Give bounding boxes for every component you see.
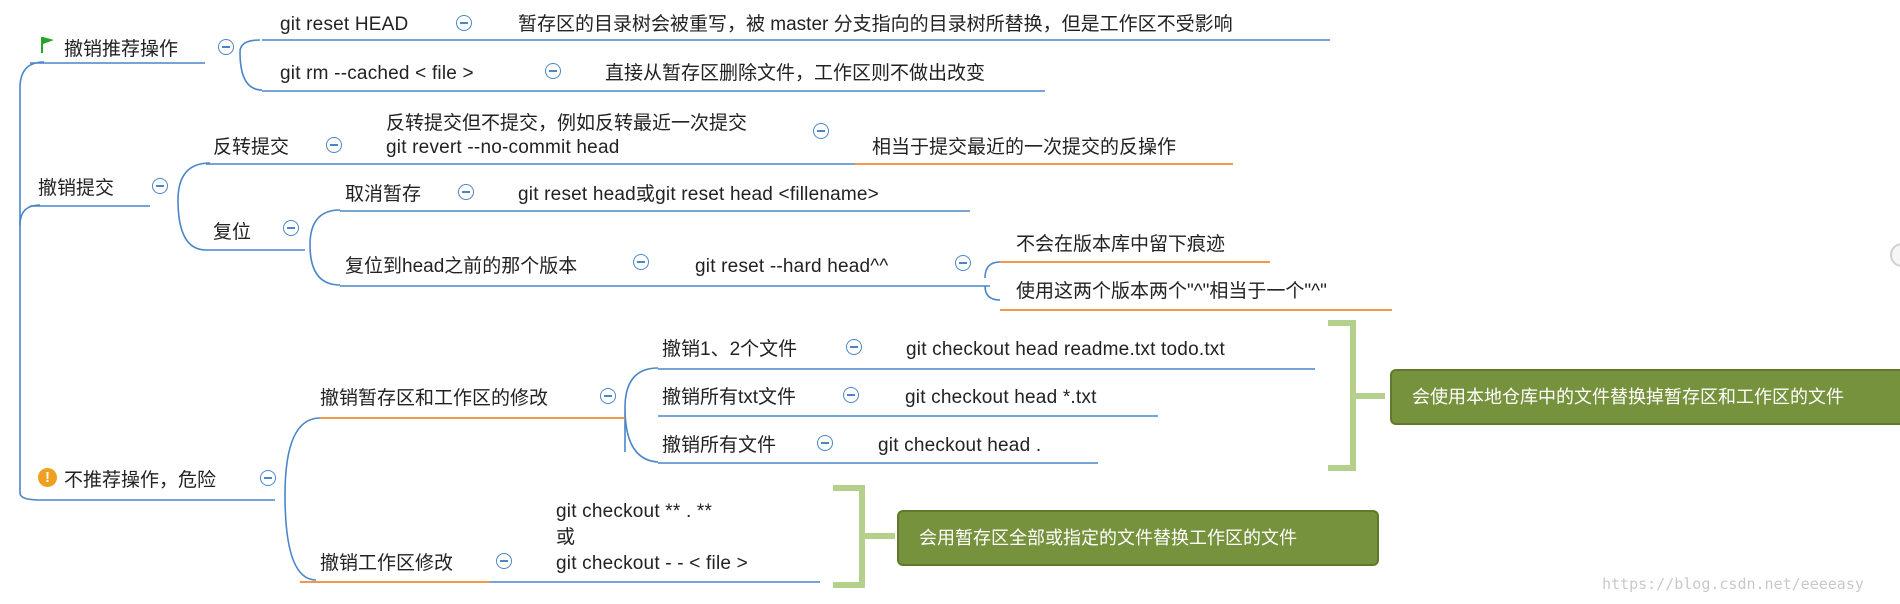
- green-flag-icon: [41, 37, 54, 53]
- summary-stage-and-work: 会使用本地仓库中的文件替换掉暂存区和工作区的文件: [1390, 369, 1900, 425]
- node-reset: 复位: [213, 222, 252, 243]
- node-revert-desc: 相当于提交最近的一次提交的反操作: [872, 137, 1177, 158]
- summary-work-only: 会用暂存区全部或指定的文件替换工作区的文件: [897, 510, 1379, 566]
- watermark: https://blog.csdn.net/eeeeasy: [1602, 575, 1864, 593]
- connector-recommended: [239, 39, 263, 91]
- node-hard-note1: 不会在版本库中留下痕迹: [1016, 234, 1226, 255]
- warning-icon: !: [38, 468, 57, 487]
- collapse-recommended-icon[interactable]: [218, 39, 234, 55]
- collapse-stage-and-work-icon[interactable]: [600, 388, 616, 404]
- root-link-undo-commit: [19, 204, 41, 226]
- node-unstage-cmd: git reset head或git reset head <fillename…: [518, 184, 879, 205]
- node-rm-cached-desc: 直接从暂存区删除文件，工作区则不做出改变: [605, 63, 986, 84]
- collapse-work-only-icon[interactable]: [496, 553, 512, 569]
- node-reset-head: git reset HEAD: [280, 14, 409, 35]
- collapse-hard-cmd-icon[interactable]: [955, 255, 971, 271]
- node-dangerous: 不推荐操作，危险: [64, 470, 217, 491]
- node-work-line3: git checkout - - < file >: [556, 553, 748, 574]
- collapse-hard-icon[interactable]: [633, 254, 649, 270]
- connector-reset: [309, 209, 341, 286]
- collapse-reset-icon[interactable]: [283, 220, 299, 236]
- collapse-item-2-icon[interactable]: [843, 387, 859, 403]
- node-work-line2: 或: [556, 527, 576, 548]
- collapse-revert-icon[interactable]: [326, 137, 342, 153]
- collapse-reset-head-icon[interactable]: [456, 15, 472, 31]
- connector-hard-notes: [984, 261, 1001, 301]
- bracket-stage-work: [1328, 320, 1385, 471]
- node-unstage: 取消暂存: [345, 184, 422, 205]
- bracket-work-only: [833, 485, 895, 588]
- collapse-revert-line-icon[interactable]: [813, 123, 829, 139]
- collapse-rm-cached-icon[interactable]: [545, 63, 561, 79]
- collapse-undo-commit-icon[interactable]: [152, 178, 168, 194]
- underline-dangerous: [19, 492, 275, 501]
- collapse-item-1-icon[interactable]: [846, 339, 862, 355]
- node-hard: 复位到head之前的那个版本: [345, 256, 578, 277]
- node-hard-note2: 使用这两个版本两个"^"相当于一个"^": [1016, 281, 1327, 302]
- node-item-3-label: 撤销所有文件: [662, 435, 777, 456]
- connector-stage-work: [624, 367, 659, 463]
- node-work-line1: git checkout ** . **: [556, 501, 713, 522]
- node-hard-cmd: git reset --hard head^^: [695, 256, 889, 277]
- node-revert-line1: 反转提交但不提交，例如反转最近一次提交: [386, 113, 748, 134]
- node-work-only: 撤销工作区修改: [320, 553, 454, 574]
- node-item-3-cmd: git checkout head .: [878, 435, 1042, 456]
- node-item-2-cmd: git checkout head *.txt: [905, 387, 1097, 408]
- collapse-unstage-icon[interactable]: [458, 184, 474, 200]
- node-item-1-cmd: git checkout head readme.txt todo.txt: [906, 339, 1225, 360]
- node-revert-line2: git revert --no-commit head: [386, 137, 620, 158]
- connector-undo-commit: [177, 162, 211, 251]
- node-item-2-label: 撤销所有txt文件: [662, 387, 797, 408]
- node-item-1-label: 撤销1、2个文件: [662, 339, 798, 360]
- node-revert: 反转提交: [213, 137, 290, 158]
- node-rm-cached: git rm --cached < file >: [280, 63, 474, 84]
- root-trunk: [19, 61, 45, 493]
- connector-dangerous: [284, 417, 321, 581]
- collapse-item-3-icon[interactable]: [817, 435, 833, 451]
- node-reset-head-desc: 暂存区的目录树会被重写，被 master 分支指向的目录树所替换，但是工作区不受…: [518, 14, 1233, 35]
- node-stage-and-work: 撤销暂存区和工作区的修改: [320, 388, 549, 409]
- collapse-dangerous-icon[interactable]: [260, 470, 276, 486]
- node-recommended: 撤销推荐操作: [64, 39, 179, 60]
- node-undo-commit: 撤销提交: [38, 178, 115, 199]
